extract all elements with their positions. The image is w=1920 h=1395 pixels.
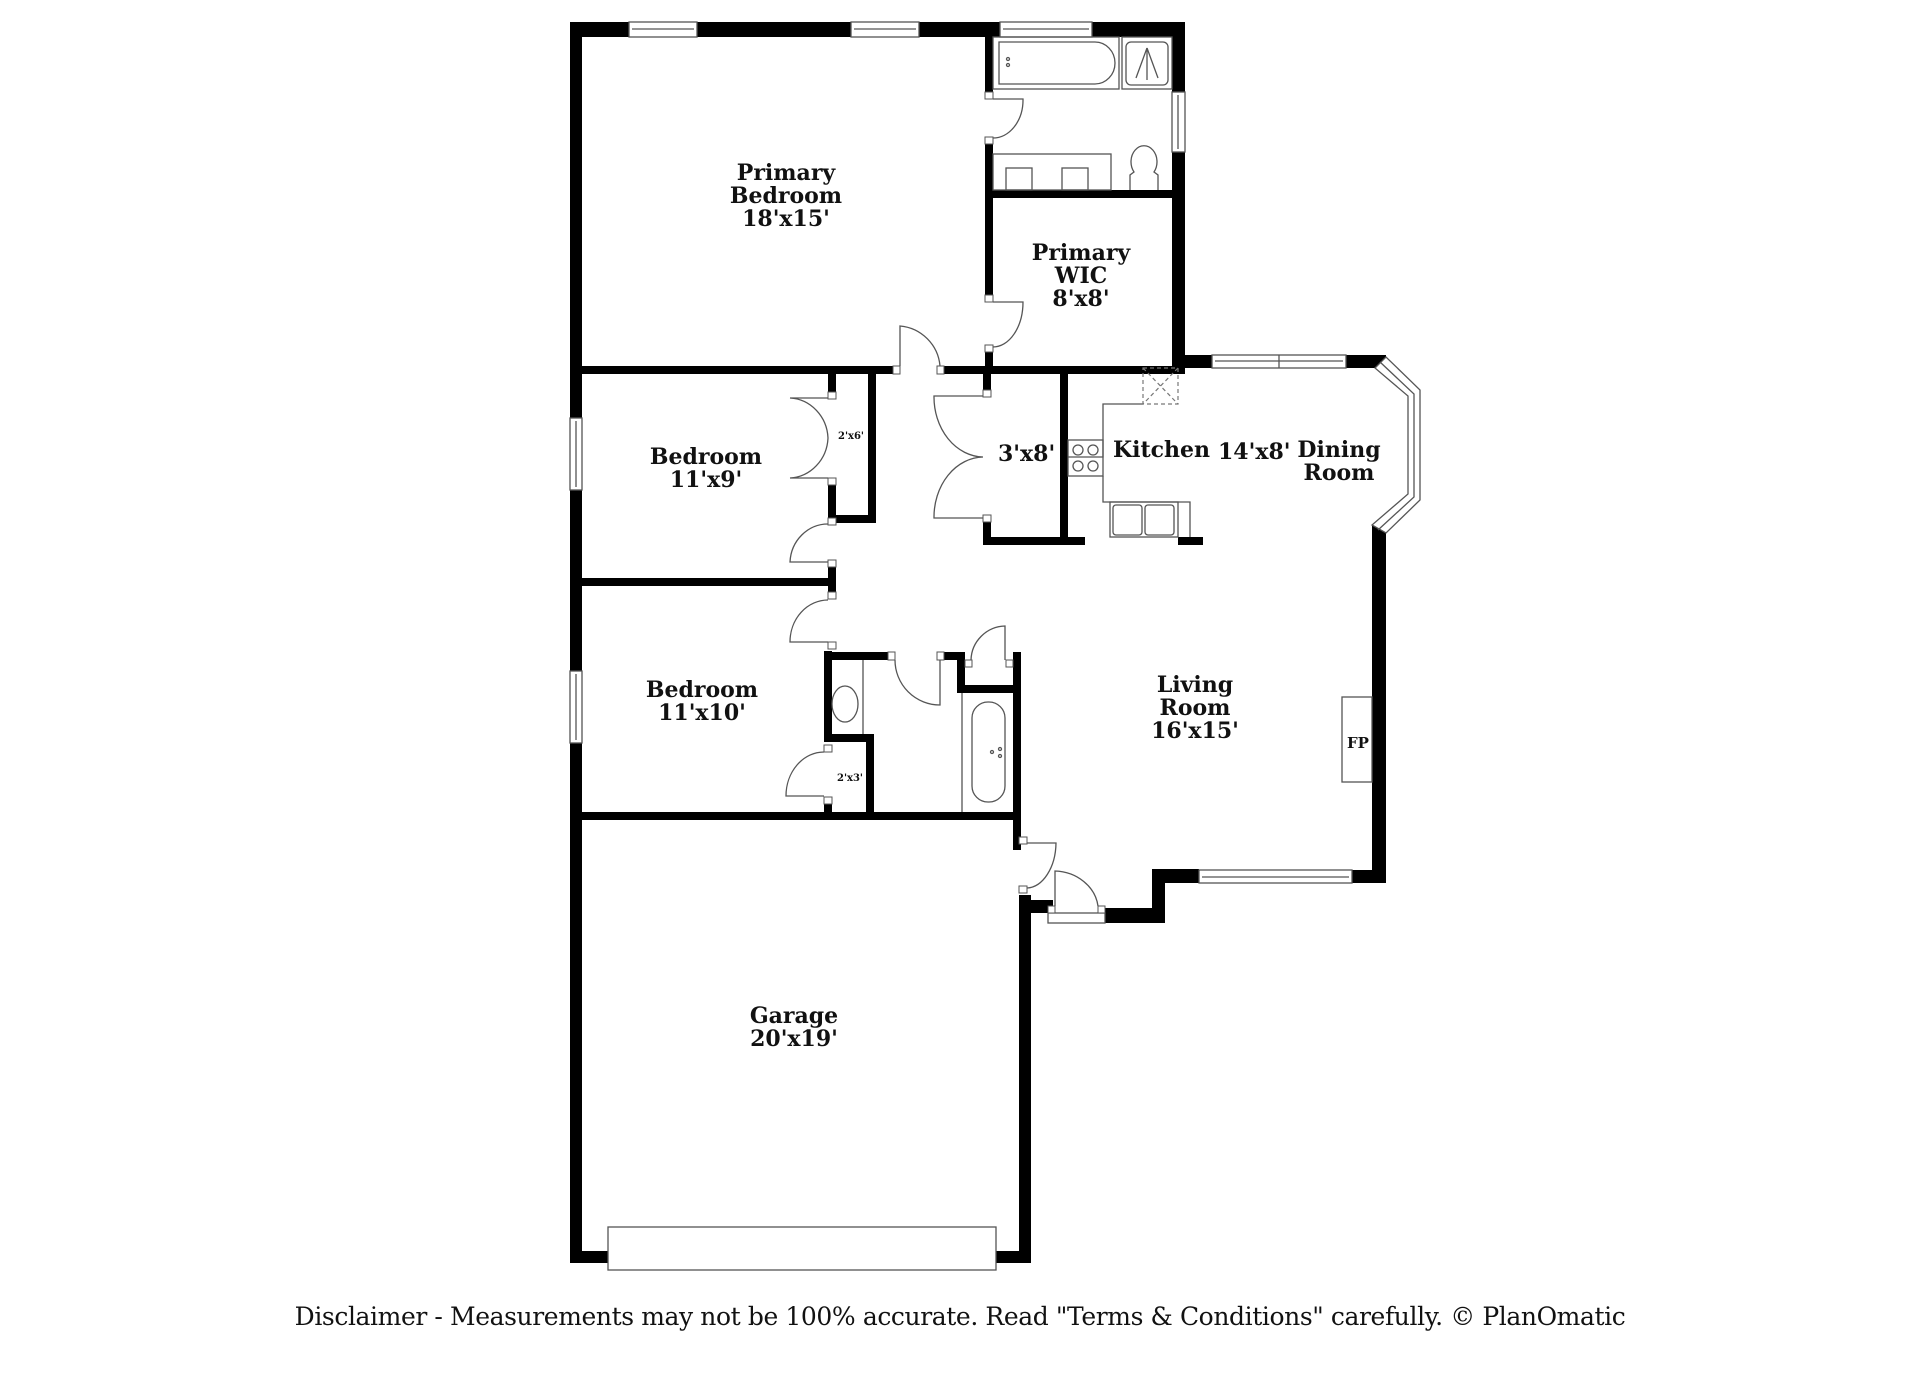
room-label-primary-wic: Primary WIC 8'x8' <box>1031 240 1131 313</box>
closet-label-bedroom-1: 2'x6' <box>837 431 865 442</box>
room-label-kitchen-dimensions: 14'x8' <box>1218 439 1291 465</box>
room-dimensions: 14'x8' <box>1218 439 1291 465</box>
room-name: Bedroom <box>649 444 763 470</box>
room-name: Primary <box>1031 240 1131 266</box>
room-label-garage: Garage 20'x19' <box>749 1003 839 1053</box>
room-dimensions: 18'x15' <box>742 206 830 233</box>
room-dimensions: 20'x19' <box>750 1026 838 1053</box>
closet-label-bedroom-2: 2'x3' <box>836 773 864 784</box>
room-label-bedroom-1: Bedroom 11'x9' <box>649 444 763 494</box>
room-name: WIC <box>1054 263 1108 290</box>
room-name: Garage <box>749 1003 839 1029</box>
interior-walls <box>570 37 1203 850</box>
room-label-kitchen: Kitchen <box>1113 437 1210 463</box>
room-label-dining-room: Dining Room <box>1297 437 1381 487</box>
room-name: Bedroom <box>729 183 843 210</box>
room-dimensions: 16'x15' <box>1151 718 1239 745</box>
room-name: Living <box>1156 672 1234 698</box>
windows <box>569 21 1421 1271</box>
room-name: Dining <box>1297 437 1381 463</box>
room-name: Primary <box>736 160 836 186</box>
room-name: Room <box>1159 695 1231 722</box>
exterior-walls <box>570 22 1386 1263</box>
disclaimer-text: Disclaimer - Measurements may not be 100… <box>294 1302 1626 1331</box>
closet-label-hall: 3'x8' <box>998 441 1056 467</box>
room-label-bedroom-2: Bedroom 11'x10' <box>645 677 759 727</box>
room-label-primary-bedroom: Primary Bedroom 18'x15' <box>729 160 843 233</box>
room-dimensions: 11'x9' <box>669 467 743 494</box>
fireplace-label: FP <box>1347 734 1369 752</box>
room-name: Kitchen <box>1113 437 1211 463</box>
doors <box>785 91 1106 924</box>
room-name: Room <box>1303 460 1375 487</box>
fixtures <box>831 36 1373 812</box>
room-label-living-room: Living Room 16'x15' <box>1151 672 1239 745</box>
room-dimensions: 8'x8' <box>1052 286 1110 313</box>
room-dimensions: 11'x10' <box>658 700 746 727</box>
room-name: Bedroom <box>645 677 759 703</box>
